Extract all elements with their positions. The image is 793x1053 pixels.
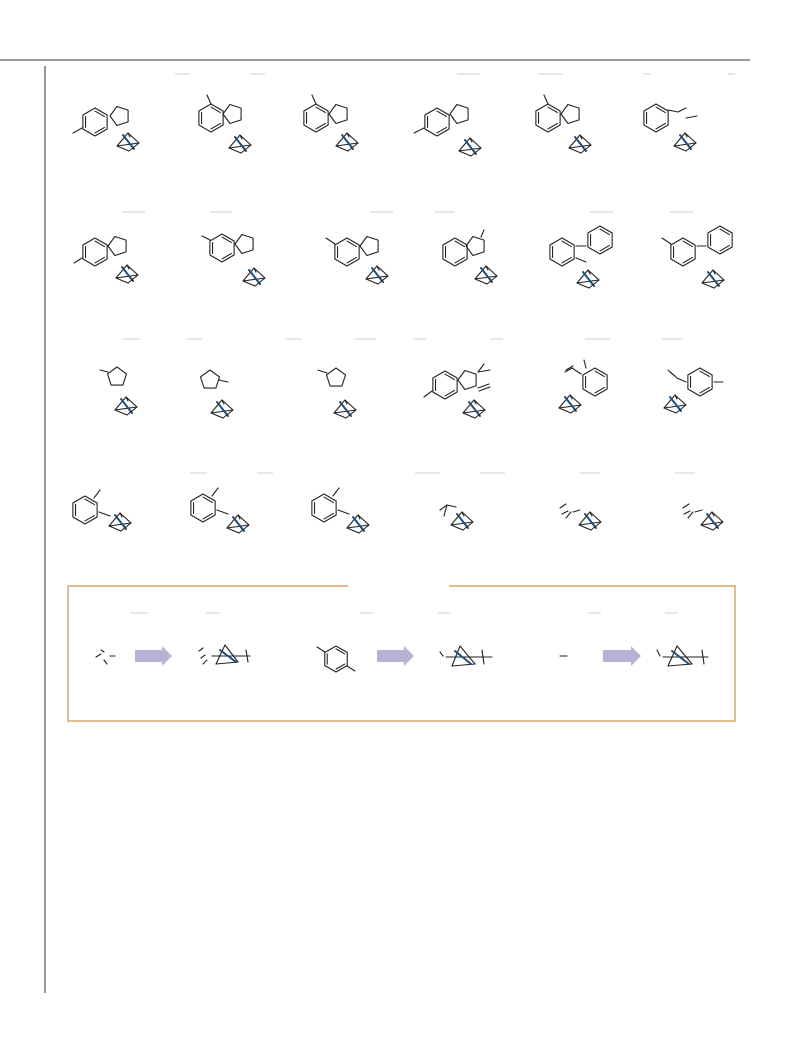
scheme-2-product [439, 645, 493, 667]
reaction-arrow-3 [603, 646, 641, 666]
derivatization-scheme-box [67, 585, 736, 722]
bcp-4-1 [108, 512, 132, 532]
bcp-2-6 [701, 269, 725, 289]
compound-1-5 [535, 94, 580, 133]
row-1-compounds [72, 94, 698, 157]
reaction-arrow-1 [135, 646, 172, 666]
bcp-2-3 [365, 265, 389, 285]
bcp-3-3 [333, 399, 357, 419]
compound-4-1 [72, 489, 111, 525]
compound-3-2 [199, 369, 229, 389]
compound-2-6 [661, 225, 733, 267]
compound-4-3 [311, 487, 350, 523]
bcp-3-1 [114, 396, 138, 416]
compound-2-5 [549, 225, 613, 267]
compound-1-2 [198, 94, 242, 133]
scheme-3-product [656, 645, 709, 667]
compound-4-2 [190, 487, 229, 523]
compound-3-3 [317, 367, 347, 387]
compound-2-3 [325, 235, 379, 267]
bcp-4-3 [346, 514, 370, 534]
compound-1-3 [303, 94, 348, 133]
compound-3-4 [423, 363, 491, 400]
bcp-1-6 [673, 132, 697, 152]
compound-1-1 [72, 105, 129, 137]
row-3-compounds [99, 359, 724, 419]
scheme-2-starting-material [316, 645, 356, 673]
bcp-1-3 [335, 132, 359, 152]
compound-2-4 [442, 229, 485, 267]
bcp-3-2 [210, 399, 234, 419]
compound-4-4 [439, 504, 457, 517]
compound-3-5 [564, 359, 608, 397]
bcp-3-6 [663, 394, 687, 414]
scheme-transformations [95, 644, 709, 673]
compound-label-rules [122, 73, 735, 614]
bcp-2-2 [242, 267, 266, 287]
compound-2-2 [201, 233, 254, 263]
bcp-1-2 [228, 134, 252, 154]
scheme-1-starting-material [95, 649, 116, 665]
compound-4-5 [559, 503, 581, 519]
bcp-1-4 [458, 137, 482, 157]
row-4-compounds [72, 487, 724, 534]
compound-3-1 [99, 366, 128, 386]
bcp-3-4 [462, 399, 486, 419]
compound-4-6 [682, 503, 703, 519]
bcp-4-2 [226, 514, 250, 534]
bcp-1-5 [568, 134, 592, 154]
bcp-1-1 [116, 132, 140, 152]
bcp-4-4 [450, 511, 474, 531]
bcp-2-4 [474, 265, 498, 285]
reaction-arrow-2 [377, 646, 414, 666]
scheme-1-product [198, 644, 251, 665]
row-2-compounds [73, 225, 733, 289]
bcp-4-5 [578, 511, 602, 531]
compound-2-1 [73, 235, 127, 267]
bcp-2-1 [115, 264, 139, 284]
bcp-3-5 [558, 394, 582, 414]
bcp-2-5 [576, 269, 600, 289]
compound-1-4 [413, 103, 469, 137]
bcp-4-6 [700, 511, 724, 531]
compound-3-6 [667, 367, 724, 397]
compound-1-6 [643, 103, 698, 133]
